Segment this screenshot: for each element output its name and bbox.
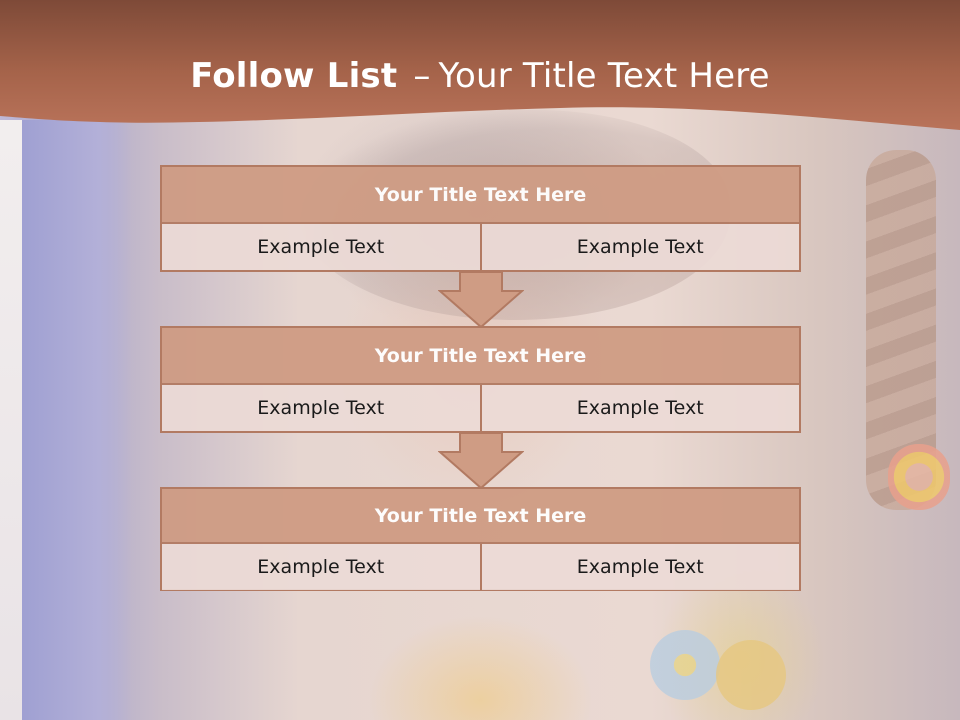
flow-box-row: Example Text Example Text <box>162 224 799 270</box>
flow-box-cell-right: Example Text <box>479 544 799 590</box>
slide-title-bold: Follow List <box>190 56 398 96</box>
flow-box-row: Example Text Example Text <box>162 385 799 431</box>
flow-box-cell-left: Example Text <box>162 224 480 270</box>
flow-box-cell-left: Example Text <box>162 385 480 431</box>
down-arrow-icon <box>438 271 524 329</box>
flow-box-1: Your Title Text Here Example Text Exampl… <box>160 165 801 272</box>
header-band-shape <box>0 0 960 130</box>
background-blue-area <box>22 120 132 720</box>
flow-box-cell-right: Example Text <box>479 224 799 270</box>
flow-box-title: Your Title Text Here <box>162 489 799 544</box>
flow-box-cell-right: Example Text <box>479 385 799 431</box>
flow-box-title: Your Title Text Here <box>162 167 799 224</box>
slide-title-dash: – <box>413 56 431 96</box>
flow-box-2: Your Title Text Here Example Text Exampl… <box>160 326 801 433</box>
flow-box-cell-left: Example Text <box>162 544 480 590</box>
flow-box-row: Example Text Example Text <box>162 544 799 590</box>
slide-title: Follow List–Your Title Text Here <box>0 56 960 96</box>
down-arrow-icon <box>438 432 524 490</box>
background-hair-tie <box>888 444 950 510</box>
background-photo-edge <box>0 120 22 720</box>
flow-box-3: Your Title Text Here Example Text Exampl… <box>160 487 801 591</box>
header-band: Follow List–Your Title Text Here <box>0 0 960 140</box>
flow-box-title: Your Title Text Here <box>162 328 799 385</box>
slide-title-rest: Your Title Text Here <box>438 56 770 96</box>
background-flower <box>650 630 720 700</box>
background-ladybug <box>716 640 786 710</box>
